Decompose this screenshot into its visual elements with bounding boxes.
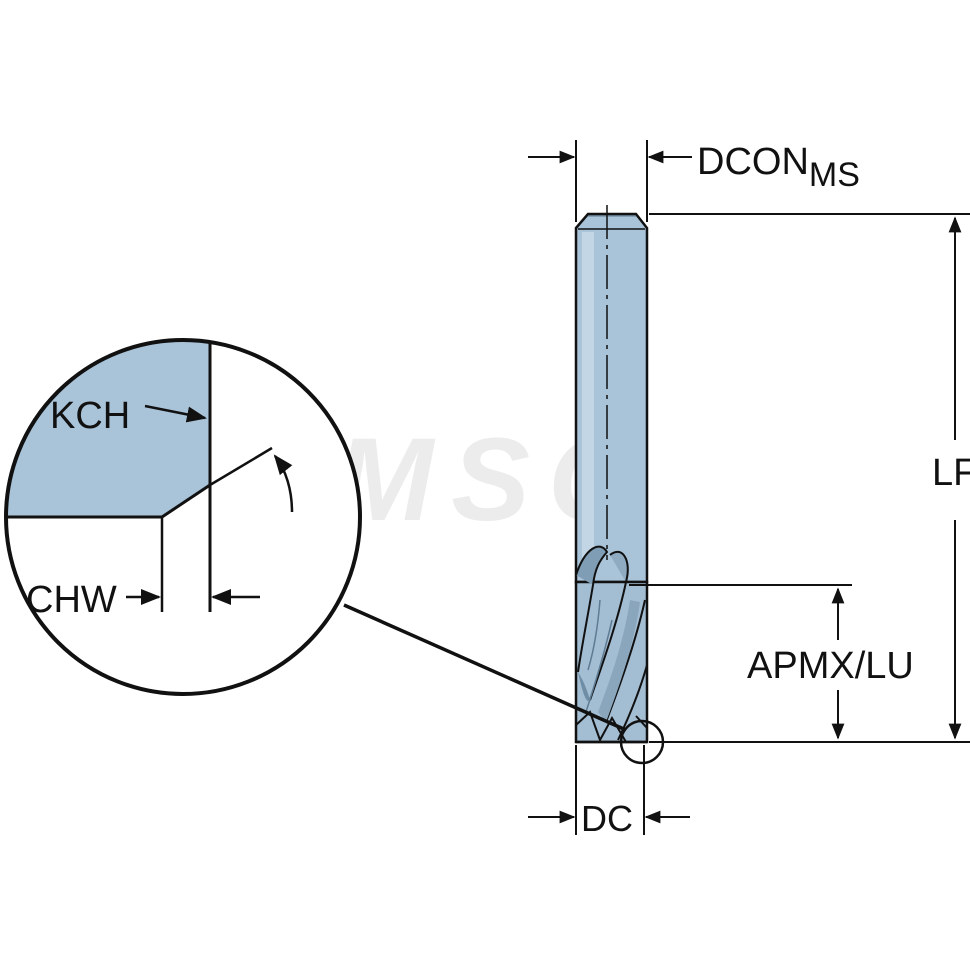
dcon-label: DCONMS <box>697 141 860 194</box>
magnified-circle-outline <box>4 338 362 696</box>
apmx-lu-label: APMX/LU <box>747 645 914 687</box>
end-mill-tool <box>574 205 649 744</box>
apmx-lu-dimension: APMX/LU <box>629 584 914 740</box>
chw-label: CHW <box>26 579 117 621</box>
lf-label: LF <box>932 452 970 494</box>
detail-marker-circle <box>619 719 665 765</box>
detail-leader-line <box>343 603 627 732</box>
lf-dimension: LF <box>649 213 970 743</box>
dcon-dimension: DCONMS <box>528 140 860 222</box>
dcon-label-main: DCON <box>697 141 809 183</box>
dc-dimension: DC <box>528 745 690 839</box>
magnified-detail: KCH CHW <box>4 338 362 696</box>
kch-label: KCH <box>50 395 130 437</box>
dcon-label-subscript: MS <box>809 156 860 194</box>
dc-label: DC <box>581 798 633 839</box>
